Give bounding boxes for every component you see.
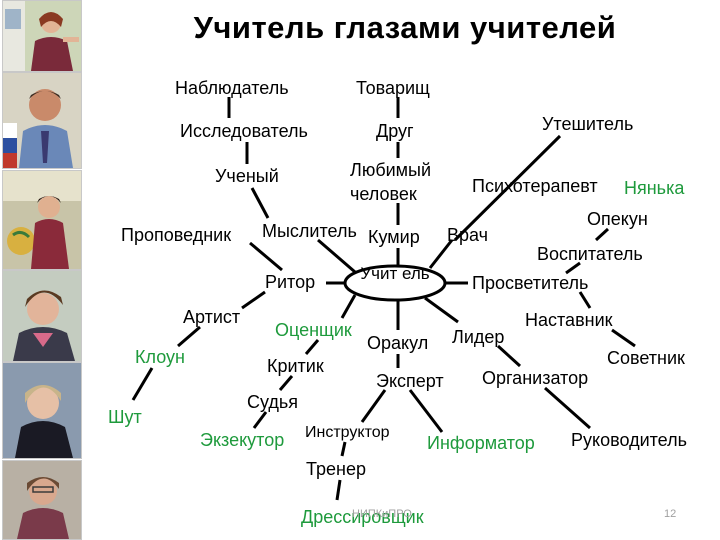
line-propovednik-ritor [249, 241, 283, 272]
node-instruktor: Инструктор [305, 424, 390, 441]
line-prosvetitel-nastavnik [578, 291, 592, 309]
node-shut: Шут [108, 407, 142, 427]
node-ucheny: Ученый [215, 166, 279, 186]
node-dressirovshchik: Дрессировщик [301, 507, 424, 527]
node-nablyudatel: Наблюдатель [175, 78, 289, 98]
node-sovetnik: Советник [607, 348, 685, 368]
node-drug: Друг [376, 121, 414, 141]
node-opekun: Опекун [587, 209, 648, 229]
node-psikhoterapevt: Психотерапевт [472, 176, 598, 196]
node-ritor: Ритор [265, 272, 316, 292]
line-center-otsenshchik [340, 294, 357, 319]
slide-title: Учитель глазами учителей [193, 10, 617, 45]
node-klaun: Клоун [135, 347, 185, 367]
line-sudya-ekzekutor [252, 411, 268, 429]
teacher-photo-1 [2, 0, 82, 72]
node-vospitatel: Воспитатель [537, 244, 643, 264]
node-rukovoditel: Руководитель [571, 430, 687, 450]
line-trener-dressirovshchik [335, 479, 342, 501]
teacher-photo-4 [2, 270, 82, 362]
node-ekzekutor: Экзекутор [200, 430, 285, 450]
node-uteshitel: Утешитель [542, 114, 634, 134]
node-lider: Лидер [452, 327, 505, 347]
line-ekspert-informator [408, 389, 444, 433]
line-otsenshchik-kritik [304, 339, 320, 355]
node-vrach: Врач [447, 225, 489, 245]
node-tovarishch: Товарищ [356, 78, 430, 98]
teacher-photo-2 [2, 72, 82, 169]
node-issledovatel: Исследователь [180, 121, 308, 141]
node-kumir: Кумир [368, 227, 420, 247]
node-orakul: Оракул [367, 333, 429, 353]
node-nastavnik: Наставник [525, 310, 613, 330]
line-center-lider [424, 296, 459, 324]
line-artist-klaun [177, 325, 201, 348]
teacher-photo-3 [2, 170, 82, 270]
line-klaun-shut [131, 367, 154, 401]
slide-footer: НИПКиПРО [352, 508, 412, 520]
line-vrach-center [428, 239, 454, 269]
line-myslitel-center [317, 238, 356, 274]
node-nyanka: Нянька [624, 178, 685, 198]
node-artist: Артист [183, 307, 241, 327]
node-ekspert: Эксперт [376, 371, 444, 391]
teacher-photo-6 [2, 460, 82, 540]
node-otsenshchik: Оценщик [275, 320, 352, 340]
line-organizator-rukovoditel [544, 386, 591, 430]
line-lider-organizator [496, 344, 522, 368]
node-prosvetitel: Просветитель [472, 273, 589, 293]
node-sudya: Судья [247, 392, 299, 412]
node-trener: Тренер [306, 459, 366, 479]
line-center-artist [241, 290, 266, 310]
node-propovednik: Проповедник [121, 225, 232, 245]
center-node-uchitel: Учит ель [360, 264, 430, 283]
node-organizator: Организатор [482, 368, 589, 388]
line-kritik-sudya [278, 375, 294, 391]
node-myslitel: Мыслитель [262, 221, 357, 241]
line-ekspert-instruktor [360, 389, 387, 423]
node-kritik: Критик [267, 356, 324, 376]
line-uteshitel-vrach [453, 134, 562, 242]
line-nastavnik-sovetnik [611, 328, 636, 348]
line-ucheny-myslitel [250, 187, 270, 219]
line-vospitatel-prosvetitel [565, 261, 581, 275]
node-informator: Информатор [427, 433, 535, 453]
page-number: 12 [664, 508, 677, 520]
line-instruktor-trener [340, 441, 347, 457]
line-opekun-vospitatel [594, 227, 610, 242]
node-lyubimy: Любимый [350, 160, 432, 180]
teacher-photo-5 [2, 362, 82, 459]
node-chelovek: человек [350, 184, 417, 204]
teacher-photo-strip [0, 0, 84, 540]
